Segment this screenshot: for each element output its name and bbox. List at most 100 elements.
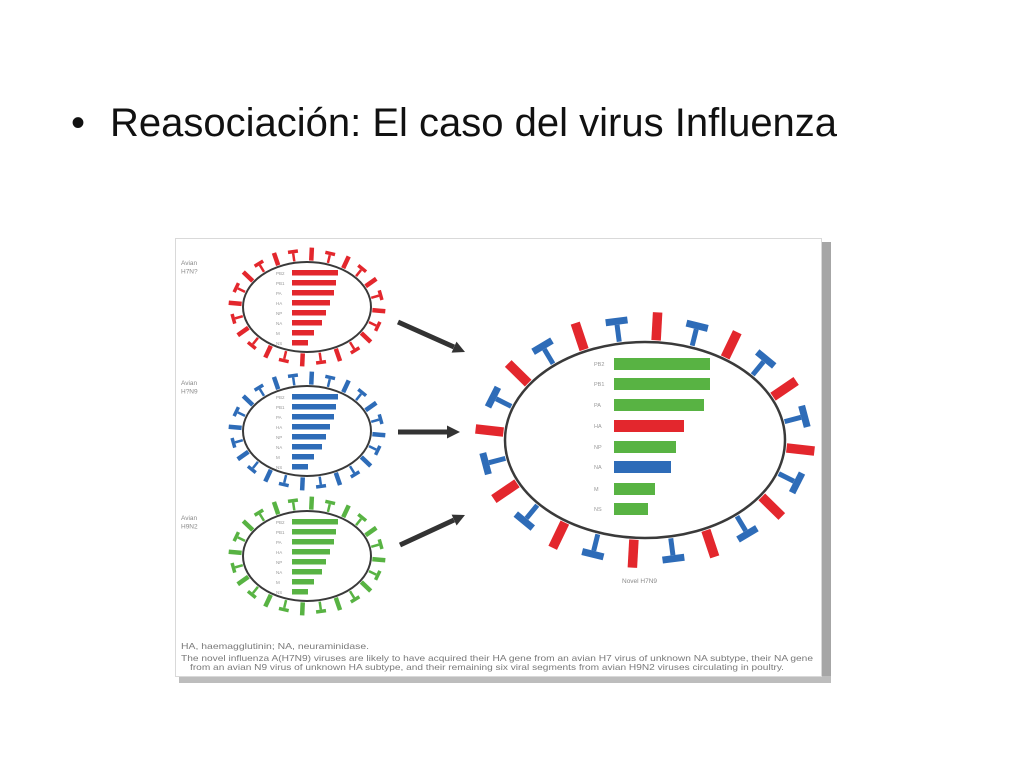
novel-spikes: [475, 312, 815, 568]
na-spike-head: [484, 385, 502, 409]
ha-spike: [299, 353, 305, 367]
na-spike: [315, 476, 327, 489]
ha-spike: [236, 325, 250, 338]
na-spike-head: [246, 589, 257, 599]
na-spike: [370, 289, 384, 301]
ha-spike-body: [359, 331, 373, 344]
segment-bar: [292, 444, 322, 450]
na-spike: [368, 320, 382, 332]
na-spike-stem: [283, 474, 288, 484]
ha-spike: [372, 556, 386, 563]
na-spike-stem: [370, 418, 380, 424]
novel-segment-label: PB1: [594, 382, 604, 388]
na-spike-stem: [283, 599, 288, 609]
segment-label: NA: [276, 445, 282, 450]
ha-spike-body: [309, 496, 315, 510]
ha-spike-body: [271, 376, 281, 390]
ha-spike: [236, 574, 250, 587]
na-spike: [230, 562, 244, 574]
ha-spike-body: [341, 379, 351, 394]
novel-segment-bar: [614, 358, 710, 370]
ha-spike: [701, 528, 720, 559]
ha-spike: [241, 394, 255, 407]
segment-bar: [292, 394, 338, 400]
ha-spike-body: [236, 449, 250, 462]
segment-label: PB2: [276, 520, 285, 525]
na-spike: [287, 249, 299, 262]
na-spike: [348, 465, 361, 479]
ha-spike: [786, 443, 815, 456]
ha-spike-body: [491, 479, 520, 504]
ha-spike-body: [475, 424, 504, 437]
na-spike: [777, 471, 806, 495]
na-spike: [324, 250, 336, 264]
figure-caption-line: from an avian N9 virus of unknown HA sub…: [190, 662, 784, 672]
na-spike-stem: [348, 590, 356, 599]
ha-spike-body: [372, 307, 386, 314]
na-spike-head: [246, 464, 257, 474]
ha-spike-body: [333, 348, 343, 362]
parent-virus-label: Avian: [181, 515, 198, 522]
na-spike: [278, 599, 290, 613]
na-spike-stem: [291, 253, 296, 262]
ha-spike-body: [504, 360, 532, 387]
ha-spike: [271, 501, 281, 515]
ha-spike-body: [299, 602, 305, 616]
na-spike-stem: [258, 264, 266, 273]
slide-title: Reasociación: El caso del virus Influenz…: [110, 101, 838, 145]
na-spike-stem: [258, 513, 266, 522]
na-spike-stem: [689, 328, 699, 347]
segment-bar: [292, 569, 322, 575]
ha-spike-body: [341, 255, 351, 270]
ha-spike: [770, 376, 799, 401]
na-spike-head: [287, 498, 299, 504]
reassortment-diagram: AvianH7N?PB2PB1PAHANPNAMNSAvianH?N9PB2PB…: [175, 238, 831, 683]
ha-spike-body: [364, 400, 378, 413]
na-spike: [355, 513, 368, 526]
ha-spike: [309, 371, 315, 385]
na-spike: [230, 437, 244, 449]
segment-bar: [292, 549, 330, 555]
na-spike-stem: [291, 502, 296, 511]
segment-bar: [292, 404, 336, 410]
segment-bar: [292, 559, 326, 565]
na-spike-stem: [542, 347, 556, 366]
ha-spike: [491, 479, 520, 504]
segment-label: HA: [276, 425, 282, 430]
ha-spike: [333, 597, 343, 611]
na-spike-head: [349, 346, 361, 355]
arrow-middle: [398, 425, 460, 439]
parent-spikes: [228, 496, 386, 616]
na-spike-head: [232, 531, 241, 542]
ha-spike: [299, 477, 305, 491]
parent-envelope: [242, 261, 372, 353]
na-spike-head: [287, 373, 299, 379]
segment-label: PA: [276, 415, 282, 420]
segment-label: NP: [276, 435, 282, 440]
na-spike-stem: [237, 287, 246, 294]
parent-envelope: [242, 385, 372, 477]
ha-spike: [627, 539, 639, 568]
na-spike-head: [605, 316, 628, 327]
parent-virus-label: Avian: [181, 260, 198, 267]
figure-caption-line: The novel influenza A(H7N9) viruses are …: [181, 653, 813, 663]
na-spike: [348, 590, 361, 604]
na-spike-head: [230, 562, 237, 574]
na-spike: [253, 383, 266, 397]
ha-spike-body: [770, 376, 799, 401]
segment-bar: [292, 280, 336, 286]
arrow-top-head: [451, 341, 465, 353]
na-spike-head: [373, 321, 382, 332]
na-spike-head: [685, 319, 709, 332]
ha-spike-body: [372, 431, 386, 438]
novel-segment-label: HA: [594, 424, 602, 430]
na-spike-stem: [251, 337, 259, 345]
na-spike: [355, 388, 368, 401]
na-spike-stem: [355, 393, 363, 401]
na-spike-head: [754, 349, 777, 369]
ha-spike: [570, 321, 589, 352]
ha-spike: [241, 519, 255, 532]
